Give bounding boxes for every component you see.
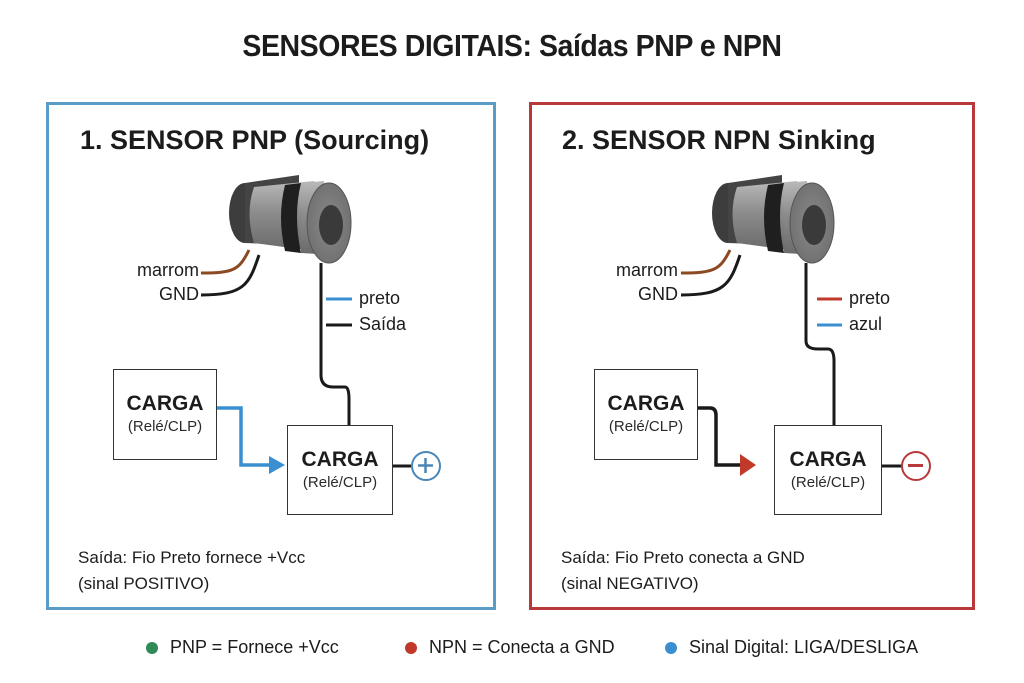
load-subtitle: (Relé/CLP) <box>302 474 378 491</box>
load-title: CARGA <box>789 448 867 471</box>
panel-pnp: 1. SENSOR PNP (Sourcing) <box>46 102 496 610</box>
signal-arrow-head <box>269 456 285 474</box>
legend-item-signal: Sinal Digital: LIGA/DESLIGA <box>665 637 918 658</box>
wire-label-marrom: marrom <box>137 260 199 280</box>
signal-arrow-head <box>740 454 756 476</box>
green-dot-icon <box>146 641 158 654</box>
legend-item-npn: NPN = Conecta a GND <box>405 637 615 658</box>
pnp-caption: Saída: Fio Preto fornece +Vcc (sinal POS… <box>78 545 305 597</box>
legend-label: PNP = Fornece +Vcc <box>170 637 339 657</box>
load-box-right: CARGA (Relé/CLP) <box>774 425 882 515</box>
legend-item-pnp: PNP = Fornece +Vcc <box>146 637 339 658</box>
pnp-wiring-diagram <box>200 175 411 474</box>
load-box-left: CARGA (Relé/CLP) <box>594 369 698 460</box>
caption-line-2: (sinal NEGATIVO) <box>561 574 699 593</box>
minus-terminal-icon <box>901 451 931 481</box>
load-subtitle: (Relé/CLP) <box>127 418 203 435</box>
sensor-body <box>229 175 352 264</box>
wire-black-gnd <box>680 254 742 297</box>
panel-title-pnp: 1. SENSOR PNP (Sourcing) <box>80 125 430 155</box>
panel-npn: 2. SENSOR NPN Sinking <box>529 102 975 610</box>
signal-arrow-line <box>216 406 271 467</box>
legend-label: Sinal Digital: LIGA/DESLIGA <box>689 637 919 657</box>
sensor-body <box>712 175 835 264</box>
red-dot-icon <box>405 641 417 654</box>
npn-caption: Saída: Fio Preto conecta a GND (sinal NE… <box>561 545 805 597</box>
wire-brown <box>680 249 732 275</box>
load-title: CARGA <box>126 392 204 415</box>
load-subtitle: (Relé/CLP) <box>790 474 866 491</box>
signal-arrow-line <box>698 406 742 467</box>
load-title: CARGA <box>607 392 685 415</box>
wire-label-azul: azul <box>849 314 883 334</box>
load-title: CARGA <box>301 448 379 471</box>
wire-label-gnd: GND <box>638 284 678 304</box>
legend: PNP = Fornece +Vcc NPN = Conecta a GND S… <box>0 637 1024 661</box>
wire-output <box>319 263 351 425</box>
wire-label-preto: preto <box>849 288 891 308</box>
legend-label: NPN = Conecta a GND <box>429 637 615 657</box>
load-box-left: CARGA (Relé/CLP) <box>113 369 217 460</box>
npn-wiring-diagram <box>680 175 902 476</box>
wire-label-marrom: marrom <box>616 260 678 280</box>
wire-label-saida: Saída <box>359 314 407 334</box>
wire-black-gnd <box>200 254 261 297</box>
wire-label-preto: preto <box>359 288 401 308</box>
caption-line-1: Saída: Fio Preto fornece +Vcc <box>78 548 306 567</box>
blue-dot-icon <box>665 641 677 654</box>
wire-label-gnd: GND <box>159 284 199 304</box>
caption-line-1: Saída: Fio Preto conecta a GND <box>561 548 805 567</box>
page-title: SENSORES DIGITAIS: Saídas PNP e NPN <box>242 28 782 63</box>
caption-line-2: (sinal POSITIVO) <box>78 574 210 593</box>
load-subtitle: (Relé/CLP) <box>608 418 684 435</box>
load-box-right: CARGA (Relé/CLP) <box>287 425 393 515</box>
panel-title-npn: 2. SENSOR NPN Sinking <box>562 125 876 155</box>
wire-brown <box>200 249 251 275</box>
wire-output <box>804 263 836 425</box>
plus-terminal-icon <box>411 451 441 481</box>
